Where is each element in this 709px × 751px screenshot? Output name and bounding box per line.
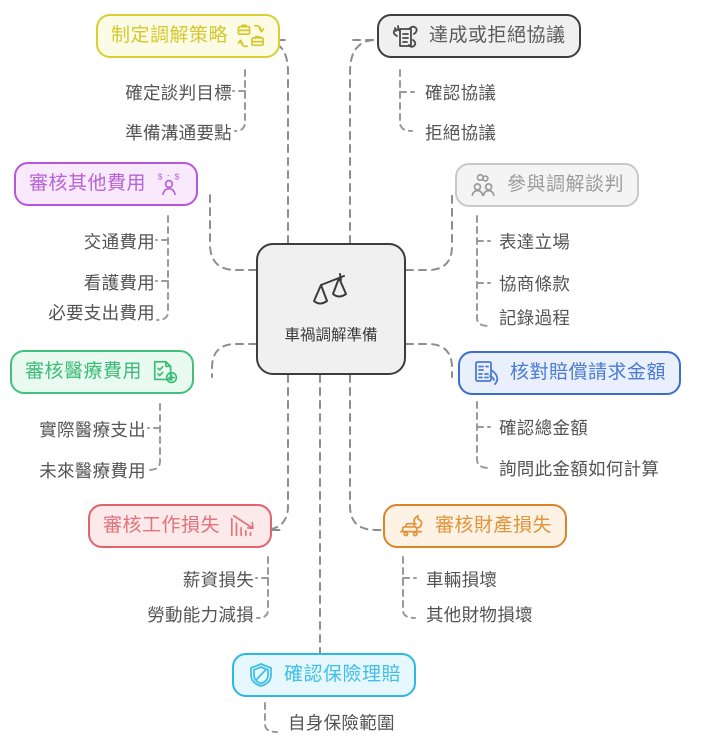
child-reach-or-reject-agreement-1: 拒絕協議 bbox=[425, 123, 497, 143]
signed-document-handshake-icon bbox=[392, 22, 420, 50]
center-node[interactable]: 車禍調解準備 bbox=[256, 243, 406, 375]
node-confirm-insurance-claim[interactable]: 確認保險理賠 bbox=[232, 653, 417, 697]
child-participate-in-mediation-1: 協商條款 bbox=[499, 274, 571, 294]
node-mediation-strategy[interactable]: 制定調解策略 bbox=[96, 14, 281, 58]
node-label-review-other-expenses: 審核其他費用 bbox=[29, 172, 147, 194]
person-money-icon: $ - $ bbox=[155, 170, 183, 198]
node-participate-in-mediation[interactable]: 參與調解談判 bbox=[455, 163, 640, 207]
svg-text:-: - bbox=[167, 170, 170, 179]
child-confirm-insurance-claim-0: 自身保險範圍 bbox=[288, 713, 395, 733]
node-label-review-property-damage: 審核財產損失 bbox=[435, 514, 553, 536]
node-label-review-medical-expenses: 審核醫療費用 bbox=[25, 360, 143, 382]
node-reach-or-reject-agreement[interactable]: 達成或拒絕協議 bbox=[377, 14, 581, 58]
burning-car-icon bbox=[398, 512, 426, 540]
child-review-other-expenses-1: 看護費用 bbox=[83, 273, 155, 293]
declining-bar-chart-icon bbox=[229, 512, 257, 540]
child-mediation-strategy-0: 確定談判目標 bbox=[125, 83, 232, 103]
child-review-work-loss-1: 勞動能力減損 bbox=[147, 605, 254, 625]
child-review-medical-expenses-0: 實際醫療支出 bbox=[39, 420, 146, 440]
node-review-property-damage[interactable]: 審核財產損失 bbox=[383, 504, 568, 548]
child-review-property-damage-0: 車輛損壞 bbox=[426, 570, 498, 590]
child-review-property-damage-1: 其他財物損壞 bbox=[426, 605, 533, 625]
group-of-people-icon bbox=[470, 171, 498, 199]
svg-text:$: $ bbox=[158, 171, 163, 181]
child-mediation-strategy-1: 準備溝通要點 bbox=[125, 123, 232, 143]
child-participate-in-mediation-2: 記錄過程 bbox=[499, 308, 571, 328]
node-review-medical-expenses[interactable]: 審核醫療費用 bbox=[10, 350, 195, 394]
child-verify-claim-amount-1: 詢問此金額如何計算 bbox=[499, 459, 660, 479]
node-verify-claim-amount[interactable]: 核對賠償請求金額 bbox=[458, 351, 682, 395]
node-label-verify-claim-amount: 核對賠償請求金額 bbox=[510, 361, 667, 383]
node-label-participate-in-mediation: 參與調解談判 bbox=[507, 173, 625, 195]
node-label-mediation-strategy: 制定調解策略 bbox=[111, 24, 229, 46]
node-label-review-work-loss: 審核工作損失 bbox=[103, 514, 221, 536]
medical-checklist-icon bbox=[151, 358, 179, 386]
child-review-medical-expenses-1: 未來醫療費用 bbox=[39, 461, 146, 481]
child-review-other-expenses-0: 交通費用 bbox=[83, 232, 155, 252]
node-label-reach-or-reject-agreement: 達成或拒絕協議 bbox=[429, 24, 566, 46]
scales-of-justice-icon bbox=[308, 271, 354, 320]
child-review-other-expenses-2: 必要支出費用 bbox=[48, 303, 155, 323]
child-verify-claim-amount-0: 確認總金額 bbox=[499, 418, 588, 438]
node-review-work-loss[interactable]: 審核工作損失 bbox=[88, 504, 273, 548]
node-review-other-expenses[interactable]: 審核其他費用 $ - $ bbox=[14, 162, 199, 206]
node-label-confirm-insurance-claim: 確認保險理賠 bbox=[284, 663, 402, 685]
invoice-hand-icon bbox=[473, 359, 501, 387]
briefcase-exchange-icon bbox=[237, 22, 265, 50]
child-participate-in-mediation-0: 表達立場 bbox=[499, 232, 571, 252]
child-reach-or-reject-agreement-0: 確認協議 bbox=[425, 83, 497, 103]
center-node-label: 車禍調解準備 bbox=[284, 327, 378, 345]
svg-text:$: $ bbox=[175, 171, 180, 181]
child-review-work-loss-0: 薪資損失 bbox=[182, 570, 254, 590]
shield-icon bbox=[247, 661, 275, 689]
